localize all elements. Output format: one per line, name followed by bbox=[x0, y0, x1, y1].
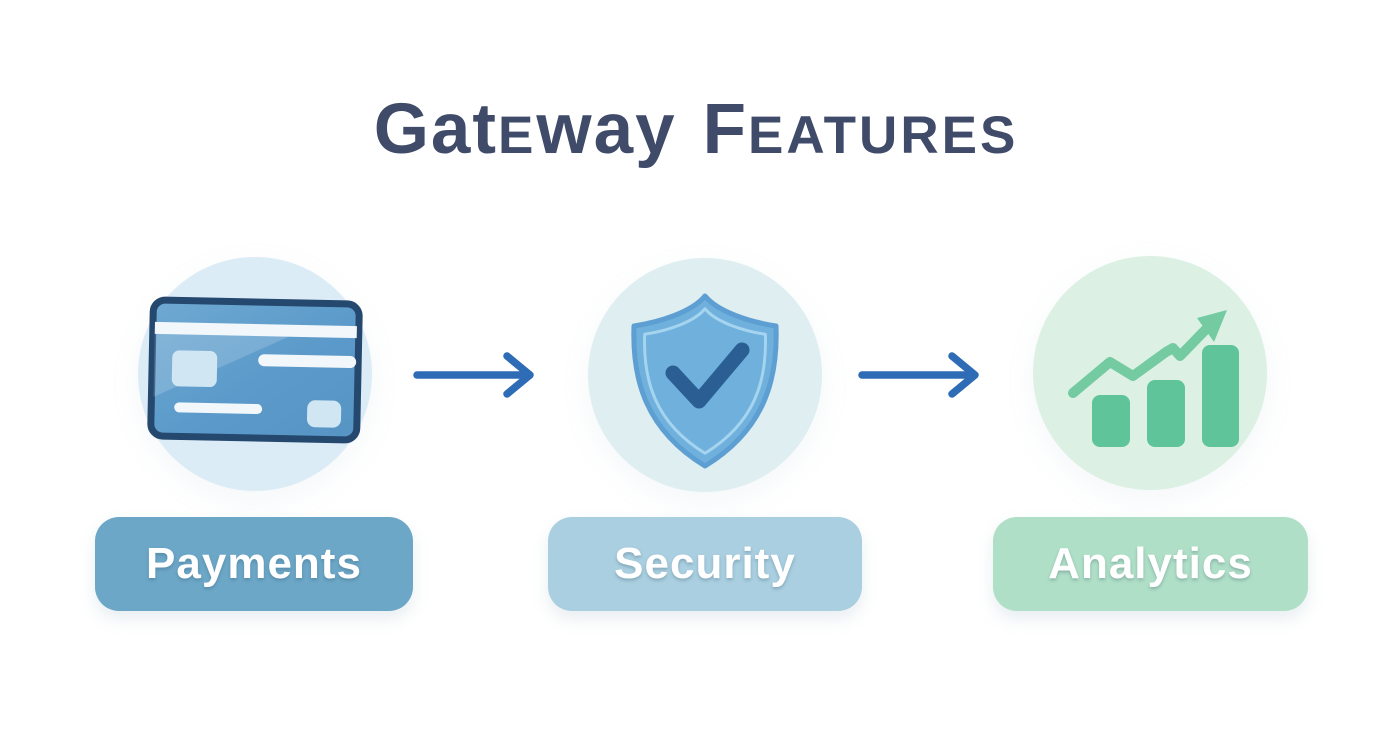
security-icon-circle bbox=[588, 258, 822, 492]
bar-chart-trend-icon bbox=[1068, 310, 1239, 447]
title-segment: EATURES bbox=[747, 106, 1019, 165]
analytics-label: Analytics bbox=[993, 517, 1308, 611]
shield-check-icon bbox=[631, 293, 779, 469]
title-segment: F bbox=[702, 90, 748, 169]
title-segment: Gat bbox=[373, 90, 499, 169]
title-segment: E bbox=[498, 106, 537, 165]
title-segment: way bbox=[536, 90, 677, 169]
payments-icon-circle bbox=[138, 257, 372, 491]
security-label: Security bbox=[548, 517, 862, 611]
credit-card-icon bbox=[147, 296, 363, 444]
analytics-icon-circle bbox=[1033, 256, 1267, 490]
payments-label: Payments bbox=[95, 517, 413, 611]
arrow-right-icon bbox=[413, 352, 534, 398]
arrow-right-icon bbox=[858, 352, 979, 398]
